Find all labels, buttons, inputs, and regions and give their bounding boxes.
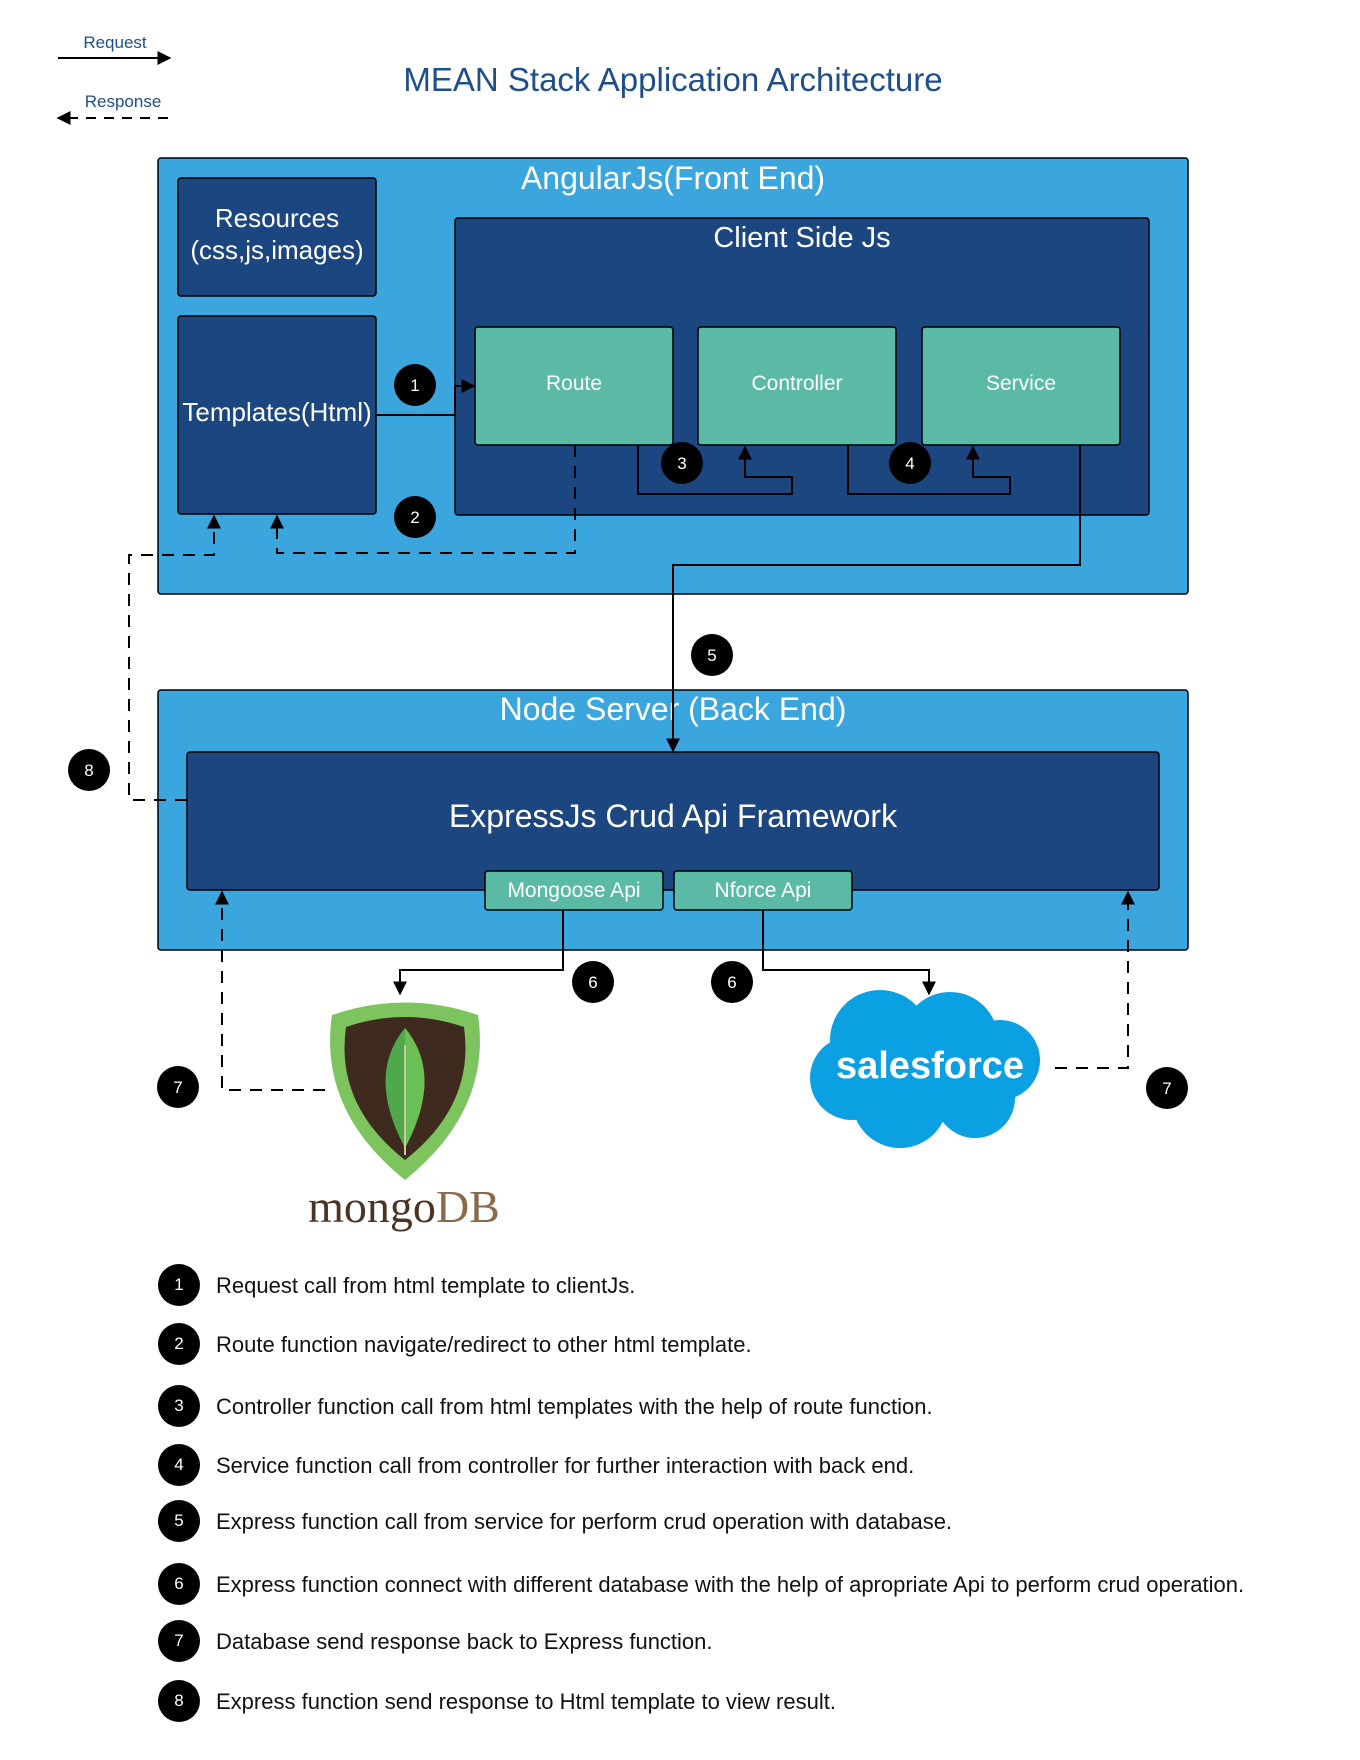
- connector-controller-to-service: [847, 445, 1011, 495]
- resources-label-line2: (css,js,images): [190, 235, 363, 265]
- legend-badge-5: 5: [158, 1500, 200, 1542]
- step-badge-5-number: 5: [707, 646, 716, 665]
- step-badge-7-salesforce: 7: [1146, 1067, 1188, 1109]
- salesforce-logo: salesforce: [810, 990, 1040, 1148]
- step-badge-7-salesforce-number: 7: [1162, 1079, 1171, 1098]
- step-badge-3: 3: [661, 442, 703, 484]
- mongodb-wordmark-mongo: mongo: [308, 1181, 436, 1232]
- step-badge-6-mongo: 6: [572, 961, 614, 1003]
- connector-express-to-templates: [128, 514, 221, 801]
- step-badge-1-number: 1: [410, 376, 419, 395]
- step-badge-6-salesforce: 6: [711, 961, 753, 1003]
- step-badge-4-number: 4: [905, 454, 914, 473]
- connector-salesforce-to-express: [1055, 890, 1135, 1069]
- step-badge-2-number: 2: [410, 508, 419, 527]
- key-response-label: Response: [85, 92, 162, 111]
- step-badge-4: 4: [889, 442, 931, 484]
- connector-mongoose-to-mongodb: [393, 910, 564, 996]
- step-badge-5: 5: [691, 634, 733, 676]
- legend-text-2: Route function navigate/redirect to othe…: [216, 1332, 752, 1357]
- step-badge-3-number: 3: [677, 454, 686, 473]
- legend-badge-1: 1: [158, 1264, 200, 1306]
- diagram-title: MEAN Stack Application Architecture: [403, 61, 942, 98]
- mongodb-wordmark: mongoDB: [308, 1181, 500, 1232]
- connector-templates-to-route: [376, 379, 476, 416]
- request-connectors: [376, 379, 1081, 996]
- legend-text-6: Express function connect with different …: [216, 1572, 1245, 1597]
- connector-service-to-express: [666, 445, 1081, 753]
- connector-mongodb-to-express: [215, 890, 325, 1091]
- salesforce-wordmark: salesforce: [836, 1045, 1024, 1087]
- client-side-js-title: Client Side Js: [713, 222, 890, 254]
- step-badge-8-number: 8: [84, 761, 93, 780]
- mongoose-api-box: [484, 870, 664, 911]
- resources-box: [177, 177, 377, 297]
- resources-label-line1: Resources: [215, 203, 339, 233]
- step-badge-6-salesforce-number: 6: [727, 973, 736, 992]
- step-badge-7-mongo-number: 7: [173, 1078, 182, 1097]
- legend-badge-8: 8: [158, 1680, 200, 1722]
- response-connectors: [128, 445, 1135, 1091]
- legend-text-3: Controller function call from html templ…: [216, 1394, 933, 1419]
- legend-text-7: Database send response back to Express f…: [216, 1629, 713, 1654]
- controller-box: [697, 326, 897, 446]
- legend-badge-3: 3: [158, 1385, 200, 1427]
- legend-badge-2: 2: [158, 1323, 200, 1365]
- connector-nforce-to-salesforce: [762, 910, 936, 996]
- legend-badge-4: 4: [158, 1444, 200, 1486]
- step-badge-8: 8: [68, 749, 110, 791]
- service-box: [921, 326, 1121, 446]
- step-badge-1: 1: [394, 364, 436, 406]
- key-request-label: Request: [83, 33, 147, 52]
- controller-label: Controller: [751, 372, 842, 395]
- express-label: ExpressJs Crud Api Framework: [449, 798, 898, 834]
- legend-text-5: Express function call from service for p…: [216, 1509, 953, 1534]
- templates-label: Templates(Html): [182, 397, 371, 427]
- legend-badge-7: 7: [158, 1620, 200, 1662]
- arrow-key: Request Response: [56, 33, 172, 125]
- legend-text-1: Request call from html template to clien…: [216, 1273, 636, 1298]
- legend-text-8: Express function send response to Html t…: [216, 1689, 836, 1714]
- mongodb-logo: mongoDB: [308, 1002, 500, 1232]
- step-badge-2: 2: [394, 496, 436, 538]
- mongoose-api-label: Mongoose Api: [507, 879, 640, 902]
- legend-text-4: Service function call from controller fo…: [216, 1453, 915, 1478]
- step-badge-7-mongo: 7: [157, 1066, 199, 1108]
- step-badges: 1 2 3 4 5 8 6 6: [68, 364, 1188, 1109]
- service-label: Service: [986, 372, 1056, 395]
- step-badge-6-mongo-number: 6: [588, 973, 597, 992]
- frontend-title: AngularJs(Front End): [521, 160, 825, 196]
- legend-badge-6: 6: [158, 1563, 200, 1605]
- mongodb-wordmark-db: DB: [436, 1181, 500, 1232]
- connector-route-to-templates: [270, 445, 576, 554]
- salesforce-cloud-icon: [810, 990, 1040, 1148]
- nforce-api-label: Nforce Api: [715, 879, 812, 902]
- route-label: Route: [546, 372, 602, 395]
- connector-route-to-controller: [637, 445, 793, 495]
